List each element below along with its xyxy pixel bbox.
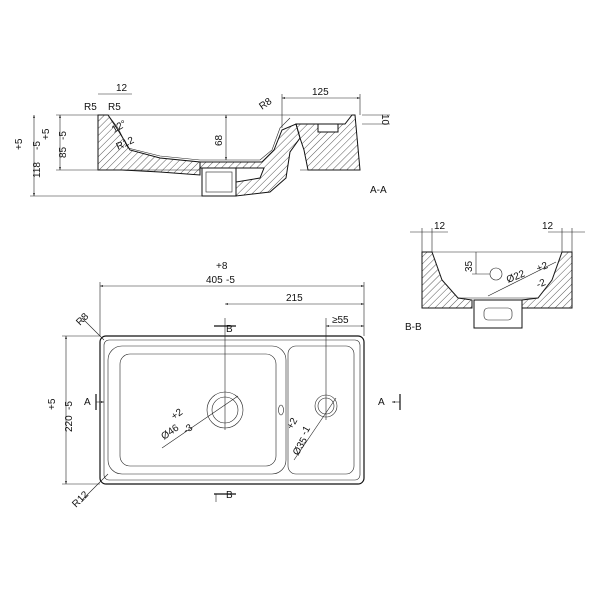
- plan-marker-a-right: A: [378, 397, 385, 408]
- plan-dim-405: 405: [206, 275, 223, 286]
- plan-dim-dia46: Ø46: [159, 422, 181, 442]
- plan-dia46-leader: [161, 395, 239, 449]
- plan-dim-ge55: ≥55: [332, 315, 349, 326]
- bb-overflow-hole: [489, 267, 503, 281]
- bb-title: B-B: [405, 322, 422, 333]
- aa-dim-85: 85: [58, 146, 69, 158]
- aa-dim-118: 118: [32, 162, 43, 178]
- bb-dim-35: 35: [464, 260, 475, 272]
- plan-dim-405-tol-top: +8: [216, 261, 228, 272]
- aa-dim-r8: R8: [257, 96, 274, 113]
- plan-r8-leader: [81, 317, 105, 341]
- plan-dim-220: 220: [64, 415, 75, 432]
- bb-dim-12-right: 12: [542, 221, 554, 232]
- bb-dim-12-left: 12: [434, 221, 446, 232]
- aa-tap-hole: [317, 123, 339, 133]
- aa-right-deck: [295, 114, 361, 171]
- plan-dim-dia35-tol-bot: -1: [299, 424, 313, 438]
- bb-drain-inner: [483, 307, 513, 321]
- section-bb: 12 12 35 Ø22 +2 -2 B-B: [405, 221, 585, 333]
- plan-deck: [287, 345, 355, 475]
- plan-dim-r12: R12: [70, 489, 91, 510]
- bb-basin-outline: [431, 251, 563, 299]
- aa-drain-body: [201, 167, 237, 197]
- plan-marker-b-top: B: [226, 324, 233, 335]
- plan-dia35-leader: [293, 397, 337, 461]
- aa-dim-10: 10: [379, 114, 390, 126]
- section-aa: 12 R5 R5 12° R12 R8 125 10 68 85 +5 -5 1…: [14, 83, 390, 197]
- aa-dim-68: 68: [214, 134, 225, 146]
- plan-dim-405-tol-bot: -5: [226, 275, 235, 286]
- aa-dim-118-tol-top: +5: [14, 138, 25, 150]
- aa-dim-118-tol-bot: -5: [32, 141, 43, 150]
- plan-basin-inner: [119, 353, 277, 467]
- bb-left-wall: [421, 251, 473, 309]
- bb-dia22-leader: [487, 261, 557, 297]
- plan-view: +8 405 -5 215 ≥55 R8 R12 220 +5 -5 Ø46 +…: [47, 261, 401, 510]
- plan-dim-r8: R8: [74, 311, 91, 328]
- plan-dim-dia35-tol-top: +2: [285, 416, 300, 432]
- plan-marker-b-bottom: B: [226, 490, 233, 501]
- plan-dim-220-tol-bot: -5: [64, 401, 75, 410]
- plan-dim-dia46-tol-top: +2: [169, 407, 185, 423]
- aa-basin-outline: [107, 114, 291, 161]
- plan-dim-dia46-tol-bot: -3: [181, 422, 195, 436]
- aa-dim-125: 125: [312, 87, 329, 98]
- plan-basin-outer: [107, 345, 287, 475]
- plan-dim-220-tol-top: +5: [47, 398, 58, 410]
- aa-dim-85-tol-top: +5: [41, 128, 52, 140]
- plan-dim-dia35: Ø35: [291, 435, 310, 457]
- plan-outer-edge: [99, 335, 365, 485]
- bb-right-wall: [521, 251, 573, 309]
- plan-r12-leader: [81, 473, 109, 501]
- plan-dim-215: 215: [286, 293, 303, 304]
- bb-drain-body: [473, 299, 523, 329]
- aa-drain-section: [199, 123, 301, 197]
- aa-title: A-A: [370, 185, 387, 196]
- aa-dim-85-tol-bot: -5: [58, 131, 69, 140]
- aa-dim-r5b: R5: [108, 102, 121, 113]
- bb-dim-dia22: Ø22: [505, 268, 527, 285]
- bb-dim-dia22-tol-top: +2: [535, 260, 550, 275]
- aa-dim-r5a: R5: [84, 102, 97, 113]
- aa-dim-12: 12: [116, 83, 128, 94]
- plan-overflow: [278, 404, 284, 416]
- plan-marker-a-left: A: [84, 397, 91, 408]
- plan-outer-inset: [103, 339, 361, 481]
- aa-drain-inner: [205, 171, 233, 193]
